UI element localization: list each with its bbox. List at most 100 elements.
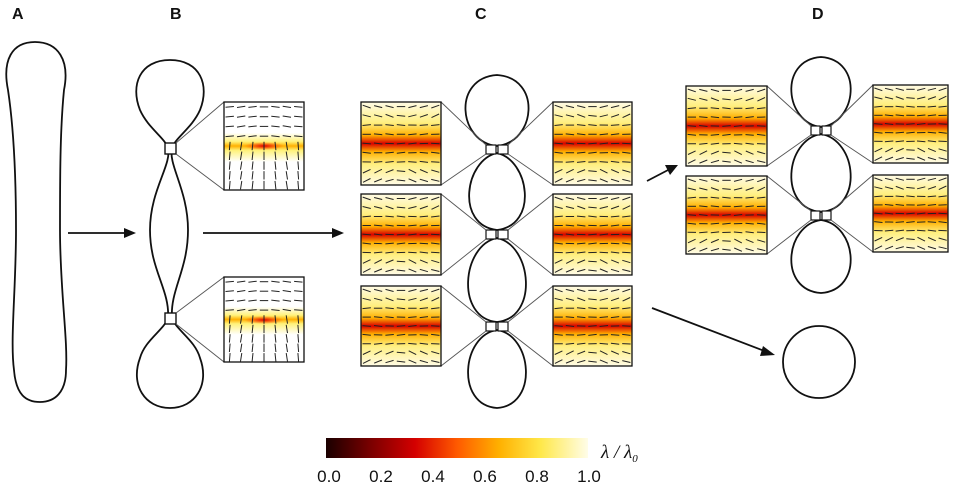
director-segment xyxy=(895,114,905,117)
director-segment xyxy=(408,224,417,227)
director-segment xyxy=(431,351,440,355)
director-segment xyxy=(874,177,883,182)
director-segment xyxy=(610,316,620,319)
director-segment xyxy=(385,205,394,210)
director-segment xyxy=(554,297,563,301)
director-segment xyxy=(599,206,609,209)
director-segment xyxy=(576,133,586,136)
director-segment xyxy=(419,215,429,218)
neck-marker-b-lower xyxy=(164,312,177,325)
director-segment xyxy=(408,259,417,264)
director-segment xyxy=(745,205,754,208)
director-segment xyxy=(565,316,575,318)
director-segment xyxy=(408,342,417,345)
director-segment xyxy=(565,342,575,345)
director-segment xyxy=(710,231,720,234)
director-segment xyxy=(927,131,937,134)
director-segment xyxy=(938,131,947,134)
director-segment xyxy=(610,359,620,364)
director-segment xyxy=(599,359,608,364)
director-segment xyxy=(396,142,406,145)
zoom-inset-c-right-1 xyxy=(507,101,633,186)
director-segment xyxy=(554,178,563,183)
director-segment xyxy=(285,315,288,324)
director-segment xyxy=(419,288,429,292)
director-segment xyxy=(622,269,631,272)
director-segment xyxy=(373,297,383,301)
director-segment xyxy=(373,316,383,318)
director-segment xyxy=(610,342,620,345)
director-segment xyxy=(554,151,563,154)
director-segment xyxy=(431,151,440,154)
director-segment xyxy=(599,259,608,264)
panel-label-a: A xyxy=(12,6,24,23)
director-segment xyxy=(599,268,608,273)
director-segment xyxy=(271,309,280,311)
director-segment xyxy=(271,290,280,293)
director-segment xyxy=(687,107,697,110)
director-segment xyxy=(927,140,937,143)
director-segment xyxy=(554,325,563,327)
director-segment xyxy=(622,142,631,145)
director-segment xyxy=(385,307,394,310)
director-segment xyxy=(610,178,620,183)
director-segment xyxy=(576,105,586,109)
director-segment xyxy=(228,315,231,324)
director-segment xyxy=(396,269,406,272)
director-segment xyxy=(236,308,246,312)
director-segment xyxy=(297,334,300,343)
arrow-a-to-b xyxy=(68,228,136,238)
director-segment xyxy=(699,205,708,208)
director-segment xyxy=(251,180,254,190)
director-segment xyxy=(710,107,720,110)
director-segment xyxy=(916,87,926,91)
zoom-inset-d-right-1 xyxy=(830,84,949,164)
director-segment xyxy=(895,237,904,242)
director-segment xyxy=(610,297,620,302)
director-segment xyxy=(588,298,597,301)
director-segment xyxy=(577,359,586,364)
director-segment xyxy=(385,268,394,273)
neck-marker-c-3l xyxy=(485,321,497,332)
director-segment xyxy=(577,113,586,118)
director-segment xyxy=(274,315,277,324)
director-segment xyxy=(916,96,926,100)
director-segment xyxy=(588,333,597,336)
director-segment xyxy=(622,161,631,163)
director-segment xyxy=(895,147,904,153)
director-segment xyxy=(225,106,234,108)
separated-sphere xyxy=(782,325,856,399)
director-segment xyxy=(599,168,608,174)
director-segment xyxy=(408,105,417,109)
director-segment xyxy=(687,238,696,244)
director-segment xyxy=(297,161,300,170)
director-segment xyxy=(362,325,371,327)
colorbar xyxy=(326,438,588,458)
director-segment xyxy=(722,125,731,127)
director-segment xyxy=(874,131,883,134)
bulb-chain-c xyxy=(464,74,530,409)
director-segment xyxy=(745,116,754,119)
director-segment xyxy=(565,233,575,236)
director-segment xyxy=(236,115,246,118)
director-segment xyxy=(622,205,631,210)
director-segment xyxy=(927,157,937,161)
director-segment xyxy=(385,288,394,292)
director-segment xyxy=(699,178,708,182)
director-segment xyxy=(576,251,586,254)
director-segment xyxy=(710,205,720,208)
director-segment xyxy=(554,168,563,174)
director-segment xyxy=(622,233,631,236)
director-segment xyxy=(294,280,303,283)
director-segment xyxy=(385,133,394,136)
director-segment xyxy=(373,105,383,109)
director-segment xyxy=(396,360,406,363)
director-segment xyxy=(373,224,383,227)
director-segment xyxy=(362,259,371,264)
director-segment xyxy=(285,180,288,190)
director-segment xyxy=(419,334,429,336)
director-segment xyxy=(554,124,563,126)
director-segment xyxy=(874,221,883,223)
director-segment xyxy=(554,242,563,245)
director-segment xyxy=(408,350,417,356)
